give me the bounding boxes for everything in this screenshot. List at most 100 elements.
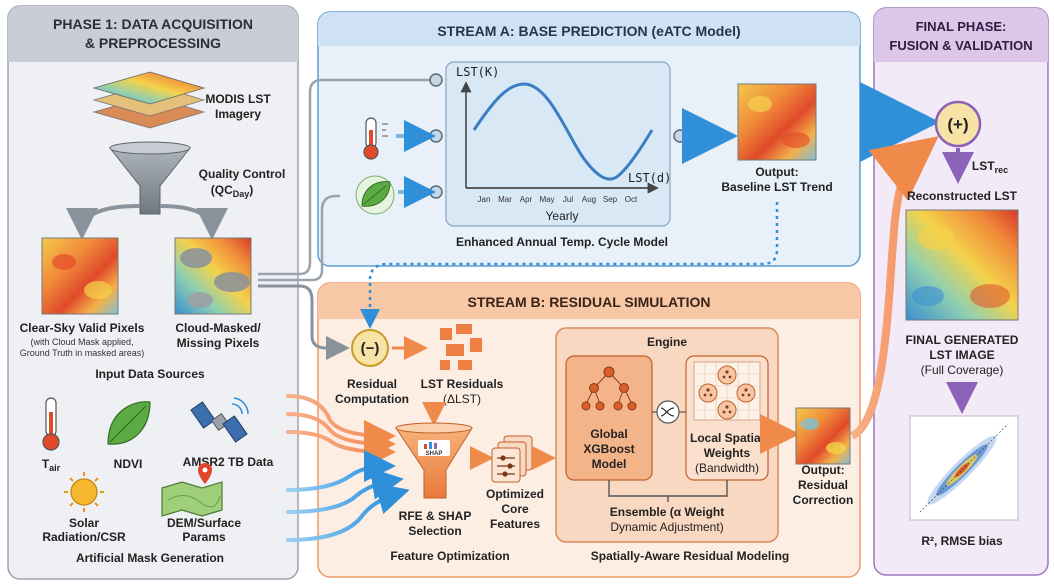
final-title-line1: FINAL PHASE: [916,19,1007,34]
ensemble-label-2: Dynamic Adjustment) [610,520,723,534]
local-label-1: Local Spatial [690,431,764,445]
residual-output-label-1: Output: [801,463,844,477]
month-tick-label: Oct [625,195,638,204]
leaf-icon [107,401,151,445]
month-tick-label: Apr [520,195,533,204]
month-tick-label: May [539,195,554,204]
eatc-curve-label: LST(d) [628,171,671,185]
final-generated-label-2: LST IMAGE [929,348,994,362]
cloud-masked-map [174,237,252,315]
final-generated-label-1: FINAL GENERATED [906,333,1019,347]
phase1-panel: PHASE 1: DATA ACQUISITION & PREPROCESSIN… [7,5,299,580]
qc-close: ) [249,183,253,197]
eatc-caption: Enhanced Annual Temp. Cycle Model [456,235,668,249]
local-label-2: Weights [704,446,751,460]
shap-funnel-icon: SHAP [395,422,473,499]
solar-label-1: Solar [69,516,99,530]
month-tick-label: Aug [582,195,596,204]
lst-rec-label: LSTrec [972,159,1008,175]
optimized-label-1: Optimized [486,487,544,501]
input-arrows-blue [286,450,410,542]
cloud-masked-label-2: Missing Pixels [177,336,260,350]
shuffle-icon [656,400,680,424]
eatc-model-chart: LST(K) LST(d) Jan Mar Apr May Jul Aug Sep Oct Y… [445,61,671,227]
streamA-title: STREAM A: BASE PREDICTION (eATC Model) [437,23,740,39]
residual-computation-label-1: Residual [347,377,397,391]
shap-logo-text: SHAP [426,451,443,457]
tree-icon [581,366,637,411]
residual-computation-label-2: Computation [335,392,409,406]
baseline-output-desc: Baseline LST Trend [721,180,832,194]
dem-label-2: Params [182,530,226,544]
month-tick-label: Jul [563,195,573,204]
rfe-label-2: Selection [408,524,461,538]
phase1-title-line2: & PREPROCESSING [85,35,221,51]
global-label-1: Global [590,427,627,441]
amsr2-label: AMSR2 TB Data [183,455,274,469]
ensemble-label-1: Ensemble (α Weight [610,505,725,519]
plus-symbol: (+) [947,115,968,134]
tair-main: T [42,457,50,471]
local-weights-box: Local Spatial Weights (Bandwidth) [685,355,769,481]
modis-label-line2: Imagery [215,107,261,121]
clear-sky-note-1: (with Cloud Mask applied, [30,337,133,347]
residual-output-label-2: Residual [798,478,848,492]
qc-arrow-left [66,204,141,240]
tair-subscript: air [49,463,61,473]
solar-label-2: Radiation/CSR [42,530,126,544]
final-generated-label-3: (Full Coverage) [921,363,1004,377]
global-label-3: Model [592,457,627,471]
model-output-node [673,129,687,143]
modis-label-line1: MODIS LST [205,92,271,106]
baseline-output-label: Output: [755,165,798,179]
input-sources-title: Input Data Sources [95,367,205,381]
eatc-y-label: LST(K) [456,65,499,79]
modis-stack-icon [92,71,206,129]
final-lst-map [905,209,1019,321]
thermometer-icon [42,397,60,451]
spatial-modeling-caption: Spatially-Aware Residual Modeling [591,549,790,563]
reconstructed-label: Reconstructed LST [907,189,1018,203]
residual-to-fusion-arrow [849,136,939,440]
month-tick-label: Jan [478,195,491,204]
clear-sky-note-2: Ground Truth in masked areas) [20,348,145,358]
global-label-2: XGBoost [583,442,634,456]
mask-generation-label: Artificial Mask Generation [76,551,224,565]
residual-computation-node: (−) [351,329,389,367]
validation-metrics-label: R², RMSE bias [921,534,1003,548]
minus-symbol: (−) [361,340,380,357]
feature-optimization-caption: Feature Optimization [390,549,509,563]
clear-sky-label: Clear-Sky Valid Pixels [20,321,145,335]
engine-title: Engine [647,335,687,349]
qc-arrow-right [159,204,228,240]
funnel-icon [108,141,192,215]
residuals-label-1: LST Residuals [421,377,504,391]
dem-label-1: DEM/Surface [167,516,241,530]
month-tick-label: Mar [498,195,512,204]
optimized-label-2: Core [501,502,529,516]
month-tick-label: Sep [603,195,618,204]
optimized-features-icon [491,435,533,483]
clear-sky-map [41,237,119,315]
annual-cycle-curve [472,82,654,181]
tair-label: Tair [42,457,61,473]
sun-icon [64,472,104,512]
final-title-line2: FUSION & VALIDATION [889,38,1032,53]
terrain-map-icon [161,463,223,517]
lst-rec-main: LST [972,159,995,173]
residuals-label-2: (ΔLST) [443,392,481,406]
qc-label-line1: Quality Control [199,167,286,181]
fusion-node: (+) [934,100,982,148]
ndvi-label: NDVI [114,457,143,471]
residual-correction-map [795,407,851,465]
phase1-to-streamB-arrow [258,284,350,360]
eatc-x-label: Yearly [546,209,579,223]
global-xgboost-box: Global XGBoost Model [565,355,653,481]
streamB-title: STREAM B: RESIDUAL SIMULATION [468,294,711,310]
qc-prefix: (QC [211,183,233,197]
streamA-thermometer-icon [363,117,388,160]
rfe-label-1: RFE & SHAP [399,509,472,523]
satellite-icon [190,397,249,443]
lst-rec-subscript: rec [995,165,1009,175]
